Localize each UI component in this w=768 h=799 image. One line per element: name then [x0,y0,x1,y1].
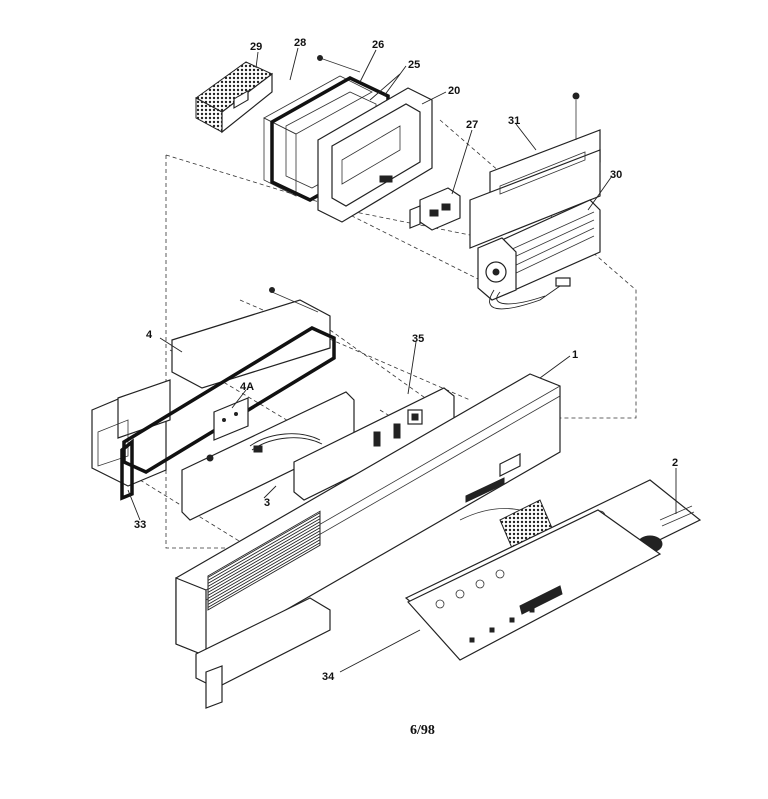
page-footer-date: 6/98 [410,723,435,738]
label-29: 29 [250,41,262,53]
label-34: 34 [322,671,335,683]
label-27: 27 [466,119,478,131]
label-30: 30 [610,169,622,181]
part-4-duct [91,287,336,487]
part-27-switch [409,187,461,231]
label-35: 35 [412,333,424,345]
label-31: 31 [508,115,520,127]
part-20-housing [317,87,433,223]
part-29-filter [195,61,273,134]
part-1-console [175,373,561,709]
part-34-trim [407,509,662,661]
part-25-seal [369,73,401,101]
label-26: 26 [372,39,384,51]
part-4a-board [213,397,249,441]
part-30-blower [477,199,601,310]
part-28-gasket [263,75,373,197]
part-33-gasket [120,438,134,501]
label-1: 1 [572,349,578,361]
leader-lines [127,47,677,673]
label-20: 20 [448,85,460,97]
label-2: 2 [672,457,678,469]
label-33: 33 [134,519,146,531]
label-28: 28 [294,37,306,49]
part-3-plate [181,391,355,521]
label-25: 25 [408,59,420,71]
part-31-plate [469,92,601,249]
label-4a: 4A [240,381,254,393]
label-3: 3 [264,497,270,509]
label-4: 4 [146,329,153,341]
